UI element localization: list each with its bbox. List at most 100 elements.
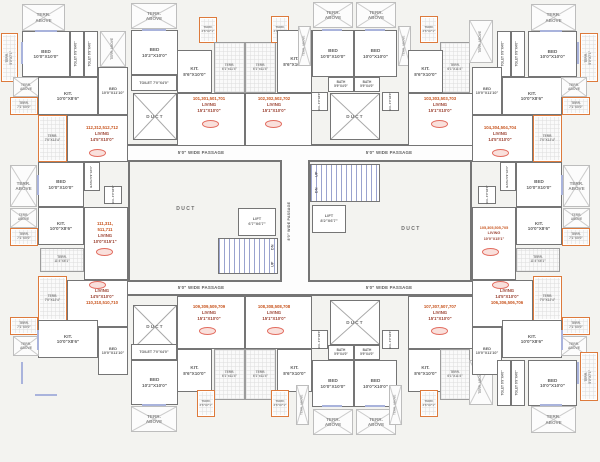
terrace: TERR.7'1"X5'0" [562, 97, 590, 115]
passage-label: 5'0" WIDE PASSAGE [365, 284, 413, 290]
terrace: TERR.2'6"X7'1" [271, 390, 289, 417]
stair-label: UP [269, 261, 275, 267]
wc-room: W.C. 4'0"X3'0" [478, 186, 496, 204]
window [540, 30, 562, 32]
window [35, 30, 57, 32]
terrace: TERR.7'0"X12'4" [533, 276, 562, 321]
window [322, 405, 342, 407]
kitchen-room: KIT.8'6"X10'0" [408, 50, 443, 93]
passage-label: 5'0" WIDE PASSAGE [177, 149, 225, 155]
corridor-center [282, 146, 308, 296]
wc-room: W.C. 4'0"X3'0" [311, 92, 328, 111]
entry-badge [89, 281, 106, 289]
entry-badge [202, 120, 219, 128]
wc-room: W.C. 4'0"X3'0" [104, 186, 122, 204]
terrace-above: TERR.ABOVE [563, 165, 590, 207]
terrace: TERR.7'1"X5'0" [10, 97, 38, 115]
terrace: TERR.6'1"x11'4" [245, 42, 276, 93]
window [365, 29, 385, 31]
cross-icon [357, 410, 395, 434]
terrace: TERR.6'1"x11'4" [245, 349, 276, 400]
cross-icon [562, 78, 586, 96]
window [577, 362, 579, 384]
duct: DUCT [133, 93, 177, 140]
terrace-above: TERR.ABOVE [356, 2, 396, 28]
window [37, 175, 39, 195]
terrace-above: TERR.ABOVE [531, 4, 576, 31]
kitchen-room: KIT.10'0"X8'6" [38, 320, 98, 358]
cross-icon [14, 337, 38, 355]
kitchen-room: KIT.10'0"X8'6" [38, 207, 84, 245]
cross-icon [299, 27, 310, 65]
window [142, 29, 166, 31]
stair-label: DN [313, 187, 319, 193]
wc-room: W.C. 4'0"X3'0" [382, 330, 399, 349]
cross-icon [314, 3, 352, 27]
wc-room: W.C. 4'0"X3'0" [311, 330, 328, 349]
wall [128, 160, 282, 162]
entry-badge [267, 327, 284, 335]
terrace: TERR.7'0"X12'4" [533, 115, 562, 162]
window [35, 394, 57, 396]
toilet-room: TOLET 6'9"X4'0" [497, 360, 511, 406]
kitchen-room: KIT.10'0"X8'6" [38, 77, 98, 115]
duct-label: DUCT [176, 206, 196, 213]
toilet-room: TOILET 7'0"X4'0" [131, 344, 177, 360]
terrace-above: TERR.ABOVE [356, 409, 396, 435]
kitchen-room: KIT.8'6"X10'0" [177, 349, 212, 392]
stair-right [310, 164, 380, 202]
terrace-above: TERR.ABOVE [22, 4, 65, 31]
cross-icon [14, 78, 38, 96]
cross-icon [564, 166, 589, 206]
duct: DUCT [133, 305, 177, 349]
cross-icon [357, 3, 395, 27]
kitchen-room: KIT.10'0"X8'6" [502, 320, 562, 358]
wc-room: W.C. 4'0"X3'0" [382, 92, 399, 111]
wall [308, 160, 472, 162]
toilet-room: TOLET 6'9"X4'0" [84, 31, 98, 77]
window [142, 404, 166, 406]
cross-icon [11, 209, 36, 227]
wall [308, 160, 310, 282]
terrace: TERR.5'0"X7'1" [580, 352, 598, 401]
living-room [408, 296, 475, 349]
kitchen-room: KIT.8'6"X10'0" [277, 349, 312, 392]
terrace: TERR.2'6"X7'1" [197, 390, 215, 417]
bath-room: BATH 5'9"X4'0" [84, 162, 100, 191]
cross-icon [134, 306, 176, 348]
wall [308, 280, 472, 282]
terrace: TERR.7'1"X5'0" [10, 228, 38, 246]
terrace-above: TERR. ABOVE [296, 385, 309, 425]
terrace-above: TERR.ABOVE [313, 2, 353, 28]
living-room [84, 207, 128, 280]
terrace: TERR.7'0"X12'4" [38, 115, 67, 162]
passage-label-vertical: 8'0" WIDE PASSAGE [286, 201, 291, 241]
window [322, 29, 342, 31]
terrace: TERR.7'1"X5'0" [10, 317, 38, 335]
terrace-above: TERR. ABOVE [469, 20, 493, 63]
living-room [245, 93, 312, 146]
cross-icon [470, 21, 492, 62]
entry-badge [492, 149, 509, 157]
stair-left [218, 238, 278, 274]
terrace: TERR.7'1"X5'0" [562, 317, 590, 335]
